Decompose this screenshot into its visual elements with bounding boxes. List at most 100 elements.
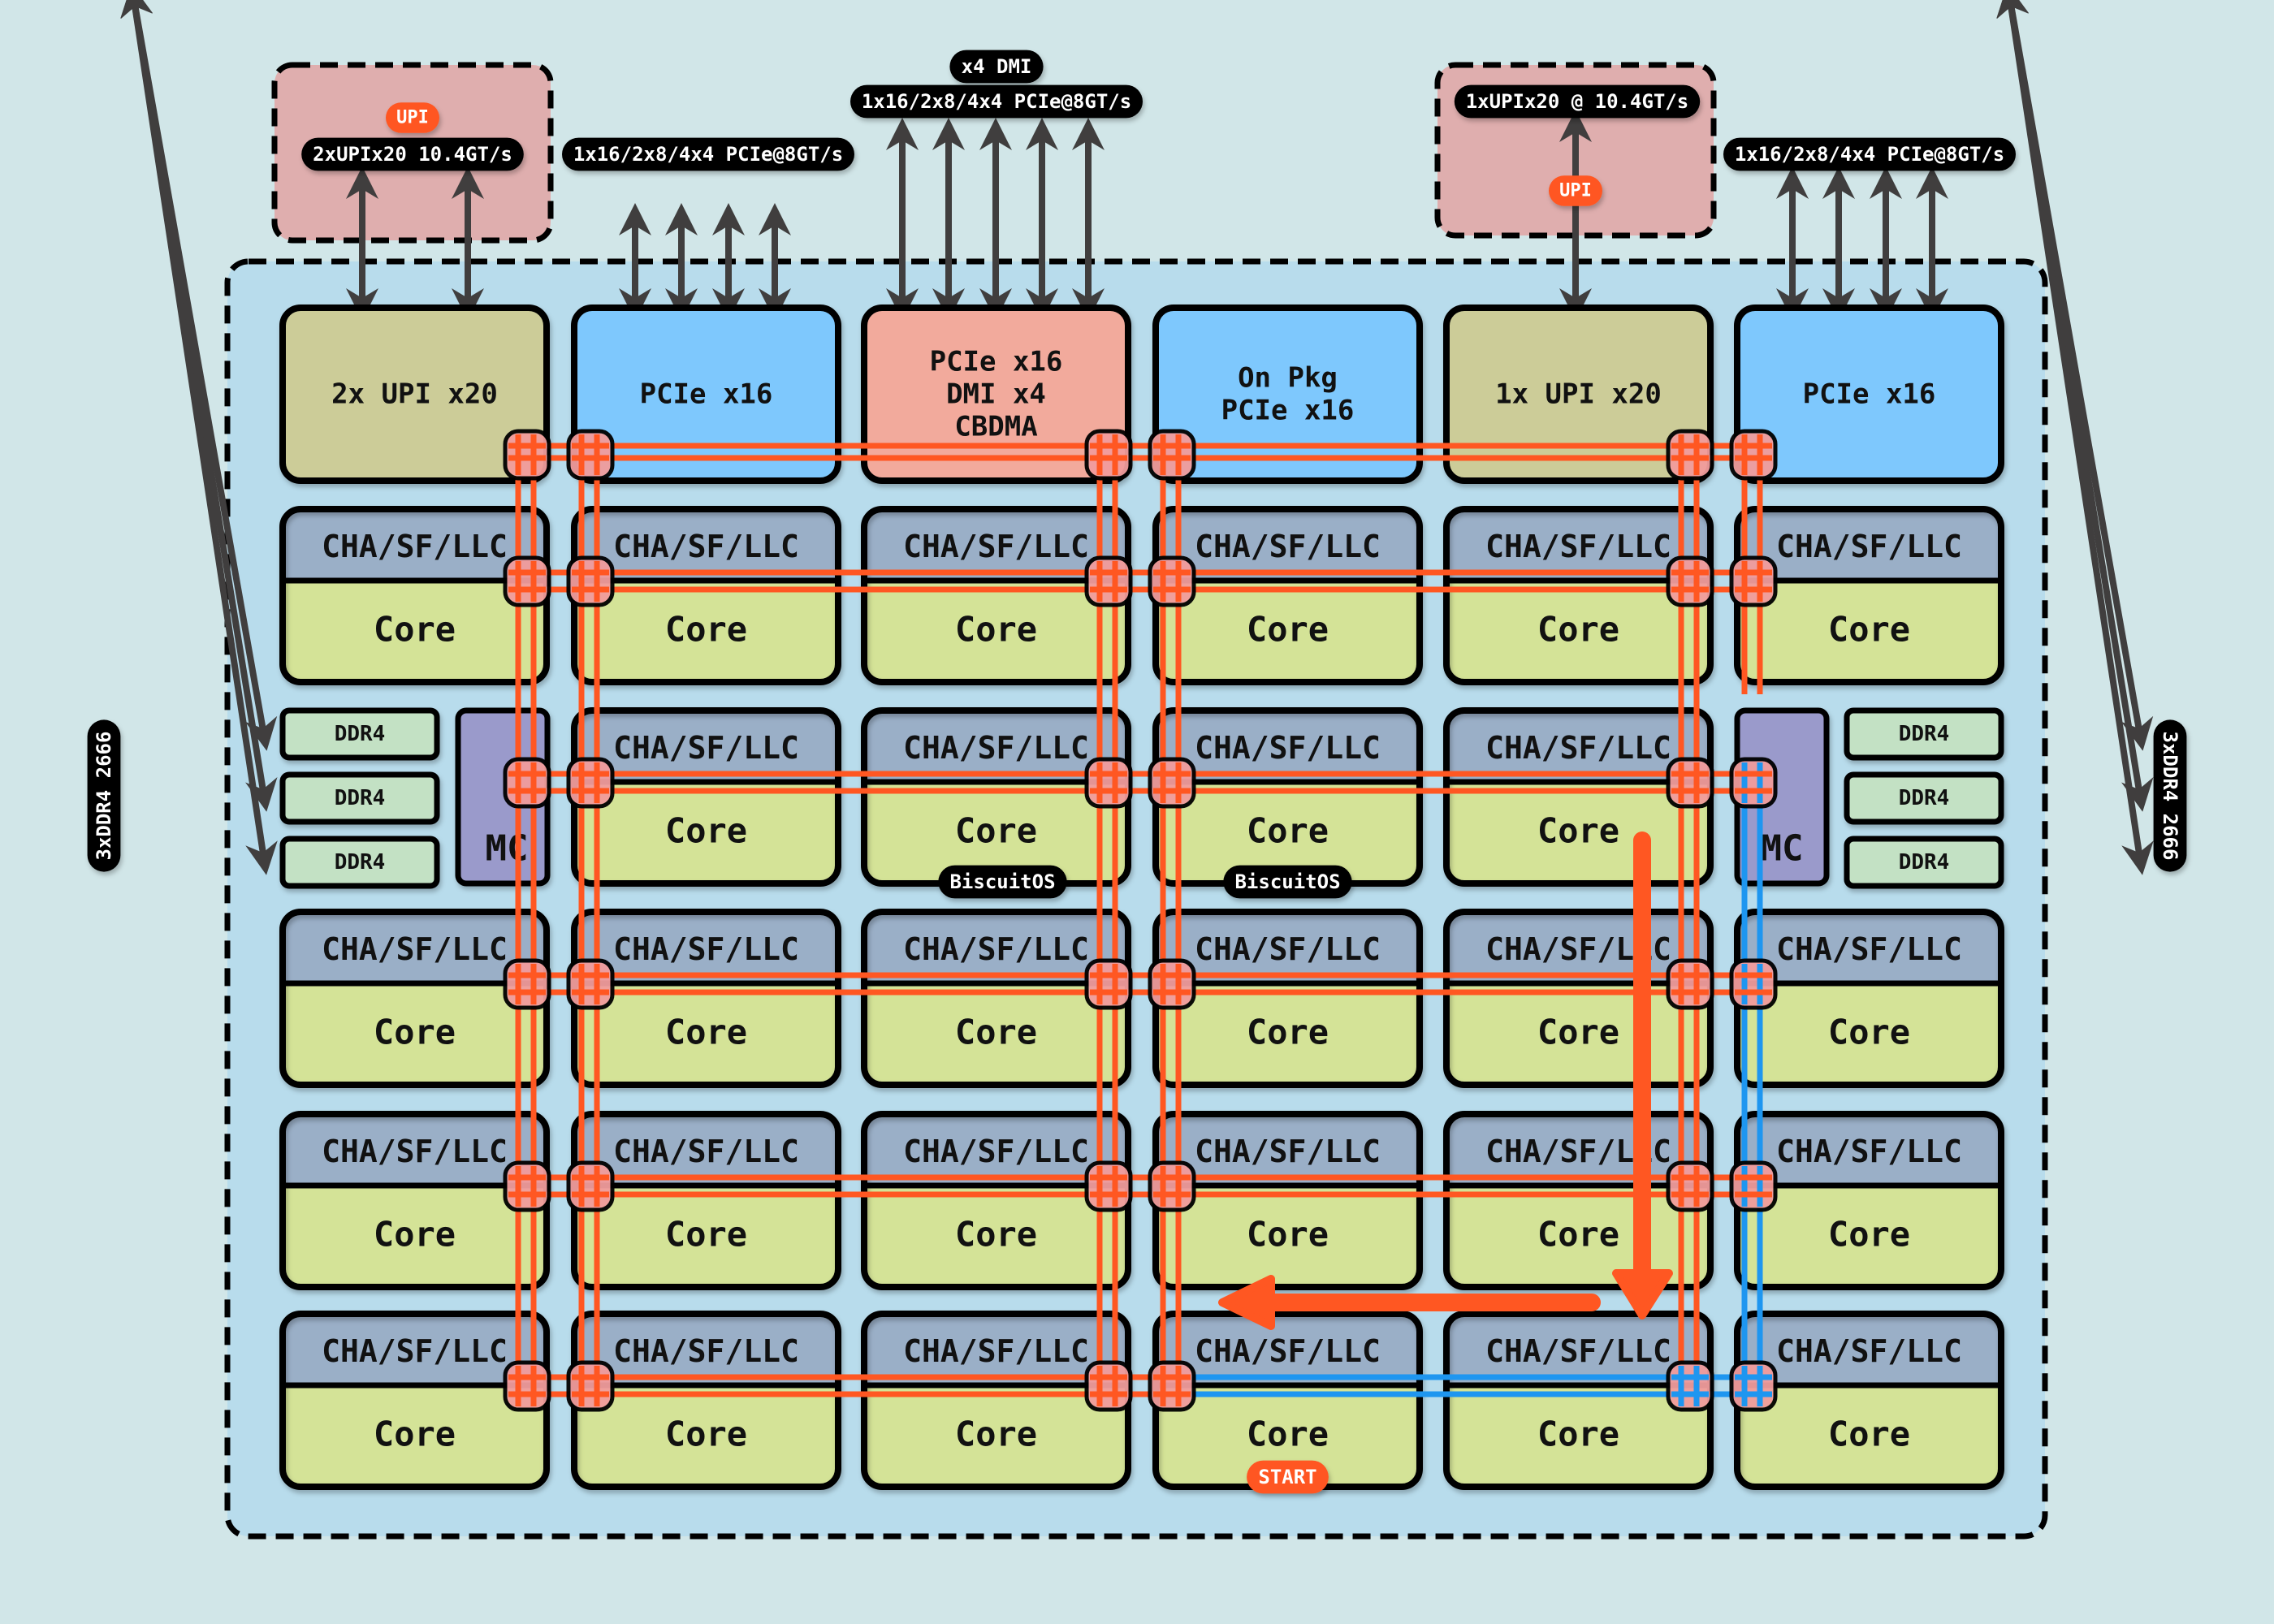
cha-region bbox=[574, 1114, 838, 1186]
cha-label: CHA/SF/LLC bbox=[1195, 730, 1381, 766]
ddr4-label: DDR4 bbox=[335, 786, 386, 810]
cha-region bbox=[1156, 1114, 1420, 1186]
top-tile-label: On Pkg bbox=[1238, 362, 1338, 395]
pcie-speed-label-right-bg bbox=[1723, 137, 2016, 171]
top-tile-label: PCIe x16 bbox=[1221, 395, 1355, 427]
core-region bbox=[1737, 983, 2001, 1085]
cha-region bbox=[1156, 912, 1420, 983]
dmi-label-bg bbox=[949, 50, 1044, 84]
core-region bbox=[283, 1186, 547, 1287]
cha-label: CHA/SF/LLC bbox=[322, 931, 508, 967]
mesh-stop bbox=[1148, 1160, 1196, 1212]
core-label: Core bbox=[1537, 1215, 1619, 1255]
ddr-link-arrow-left bbox=[120, 0, 278, 875]
core-region bbox=[1737, 1385, 2001, 1487]
mesh-stop bbox=[1729, 555, 1778, 607]
top-tile-label: PCIe x16 bbox=[640, 378, 773, 411]
mesh-stop bbox=[566, 757, 615, 809]
core-label: Core bbox=[1828, 610, 1910, 650]
cha-label: CHA/SF/LLC bbox=[613, 730, 799, 766]
ddr-speed-label-left-bg bbox=[87, 719, 121, 872]
core-label: Core bbox=[1537, 811, 1619, 851]
cha-label: CHA/SF/LLC bbox=[1195, 529, 1381, 564]
cha-label: CHA/SF/LLC bbox=[903, 730, 1089, 766]
top-tile-pcie-x16-b: PCIe x16 bbox=[1734, 304, 2004, 484]
core-label: Core bbox=[1828, 1215, 1910, 1255]
cha-label: CHA/SF/LLC bbox=[322, 1134, 508, 1169]
biscuitos-badge-bg bbox=[938, 865, 1067, 899]
core-region bbox=[574, 782, 838, 883]
core-label: Core bbox=[1247, 1215, 1329, 1255]
mesh-stop bbox=[1729, 958, 1778, 1010]
core-region bbox=[864, 581, 1128, 682]
ddr4-dimm bbox=[279, 771, 440, 825]
core-region bbox=[864, 1385, 1128, 1487]
mesh-stop bbox=[1148, 1360, 1196, 1412]
cha-label: CHA/SF/LLC bbox=[1776, 1134, 1962, 1169]
core-region bbox=[574, 1385, 838, 1487]
mesh-stop bbox=[1148, 429, 1196, 481]
core-region bbox=[1446, 581, 1710, 682]
core-region bbox=[864, 983, 1128, 1085]
biscuitos-badge-text: BiscuitOS bbox=[1234, 870, 1340, 893]
cha-label: CHA/SF/LLC bbox=[903, 931, 1089, 967]
biscuitos-badge: BiscuitOS bbox=[1223, 865, 1352, 899]
mesh-stop bbox=[503, 757, 551, 809]
core-region bbox=[574, 983, 838, 1085]
core-region bbox=[1156, 983, 1420, 1085]
core-label: Core bbox=[665, 1215, 747, 1255]
top-tile-label: 1x UPI x20 bbox=[1495, 378, 1662, 411]
top-tile-upi-1x: 1x UPI x20 bbox=[1443, 304, 1714, 484]
upi-speed-label-left-text: 2xUPIx20 10.4GT/s bbox=[313, 143, 512, 166]
mesh-stop bbox=[1666, 429, 1714, 481]
biscuitos-badge-text: BiscuitOS bbox=[949, 870, 1055, 893]
top-tile-box bbox=[1152, 304, 1423, 484]
mesh-stop bbox=[566, 555, 615, 607]
ddr4-label: DDR4 bbox=[1899, 722, 1950, 746]
cha-region bbox=[1737, 912, 2001, 983]
top-tile-box bbox=[571, 304, 841, 484]
cha-region bbox=[1156, 509, 1420, 581]
cha-region bbox=[864, 710, 1128, 782]
upi-speed-label-right-bg bbox=[1454, 84, 1701, 119]
core-label: Core bbox=[665, 610, 747, 650]
mesh-stop bbox=[1666, 757, 1714, 809]
biscuitos-badge-bg bbox=[1223, 865, 1352, 899]
cha-region bbox=[283, 912, 547, 983]
core-region bbox=[1737, 581, 2001, 682]
ddr-speed-label-right-bg bbox=[2153, 719, 2187, 872]
cha-region bbox=[1156, 1314, 1420, 1385]
core-region bbox=[1156, 782, 1420, 883]
top-tile-box bbox=[861, 304, 1131, 484]
cha-label: CHA/SF/LLC bbox=[613, 931, 799, 967]
core-region bbox=[574, 1186, 838, 1287]
cha-region bbox=[1737, 1114, 2001, 1186]
top-tile-label: PCIe x16 bbox=[930, 346, 1063, 378]
mesh-stop bbox=[1666, 1160, 1714, 1212]
cha-label: CHA/SF/LLC bbox=[613, 1333, 799, 1369]
cha-label: CHA/SF/LLC bbox=[613, 529, 799, 564]
ddr4-dimm bbox=[279, 707, 440, 761]
mesh-stop bbox=[1084, 1360, 1133, 1412]
mesh-stop bbox=[566, 958, 615, 1010]
ddr4-dimm bbox=[1844, 707, 2004, 761]
cha-region bbox=[574, 710, 838, 782]
mesh-stop bbox=[566, 1360, 615, 1412]
ddr4-label: DDR4 bbox=[1899, 850, 1950, 875]
cha-label: CHA/SF/LLC bbox=[1195, 1134, 1381, 1169]
mesh-stop bbox=[566, 429, 615, 481]
cha-region bbox=[574, 912, 838, 983]
cha-region bbox=[1446, 710, 1710, 782]
mesh-stop bbox=[1084, 555, 1133, 607]
